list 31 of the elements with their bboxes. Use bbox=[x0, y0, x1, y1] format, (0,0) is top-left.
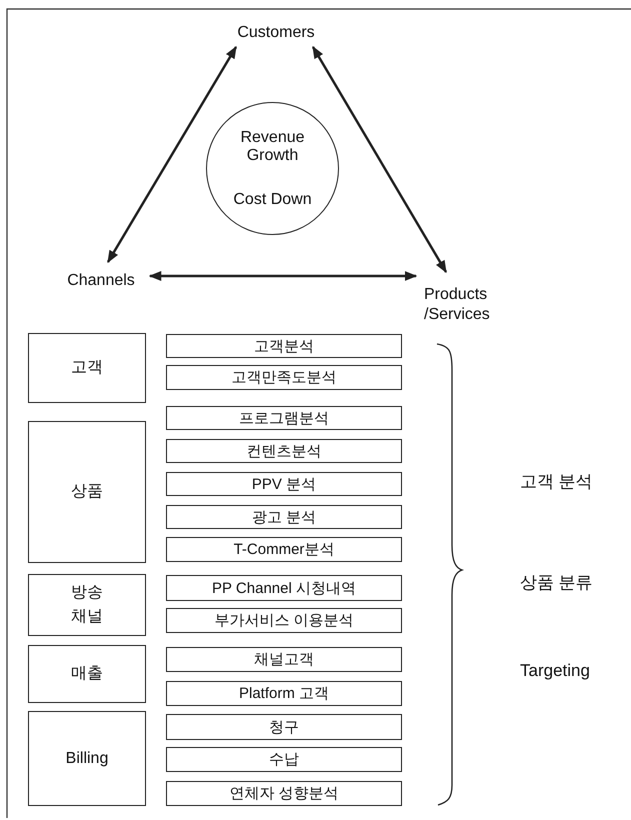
analysis-box: PP Channel 시청내역 bbox=[166, 575, 402, 601]
analysis-box: 채널고객 bbox=[166, 647, 402, 672]
category-box: 고객 bbox=[28, 333, 146, 403]
category-box: 상품 bbox=[28, 421, 146, 563]
node-label: Channels bbox=[58, 268, 144, 294]
category-box: Billing bbox=[28, 711, 146, 806]
goal-circle bbox=[206, 102, 339, 235]
double-arrow bbox=[106, 46, 238, 264]
side-label: 고객 분석 bbox=[520, 471, 593, 493]
category-box: 방송 채널 bbox=[28, 574, 146, 636]
double-arrow bbox=[148, 271, 418, 281]
side-label: Targeting bbox=[520, 661, 590, 681]
analysis-box: 고객만족도분석 bbox=[166, 365, 402, 390]
analysis-box: T-Commer분석 bbox=[166, 537, 402, 562]
node-label: Customers bbox=[232, 20, 320, 46]
analysis-box: Platform 고객 bbox=[166, 681, 402, 706]
node-label: Products /Services bbox=[424, 280, 512, 330]
analysis-box: 부가서비스 이용분석 bbox=[166, 608, 402, 633]
analysis-box: 수납 bbox=[166, 747, 402, 772]
circle-text: Cost Down bbox=[232, 190, 313, 208]
analysis-box: 청구 bbox=[166, 714, 402, 740]
analysis-box: 프로그램분석 bbox=[166, 406, 402, 430]
analysis-box: 광고 분석 bbox=[166, 505, 402, 529]
analysis-box: PPV 분석 bbox=[166, 472, 402, 496]
circle-text: Revenue Growth bbox=[239, 128, 306, 164]
double-arrow bbox=[312, 46, 448, 274]
analysis-box: 연체자 성향분석 bbox=[166, 781, 402, 806]
category-box: 매출 bbox=[28, 645, 146, 703]
side-label: 상품 분류 bbox=[520, 572, 593, 594]
analysis-box: 컨텐츠분석 bbox=[166, 439, 402, 463]
analysis-box: 고객분석 bbox=[166, 334, 402, 358]
